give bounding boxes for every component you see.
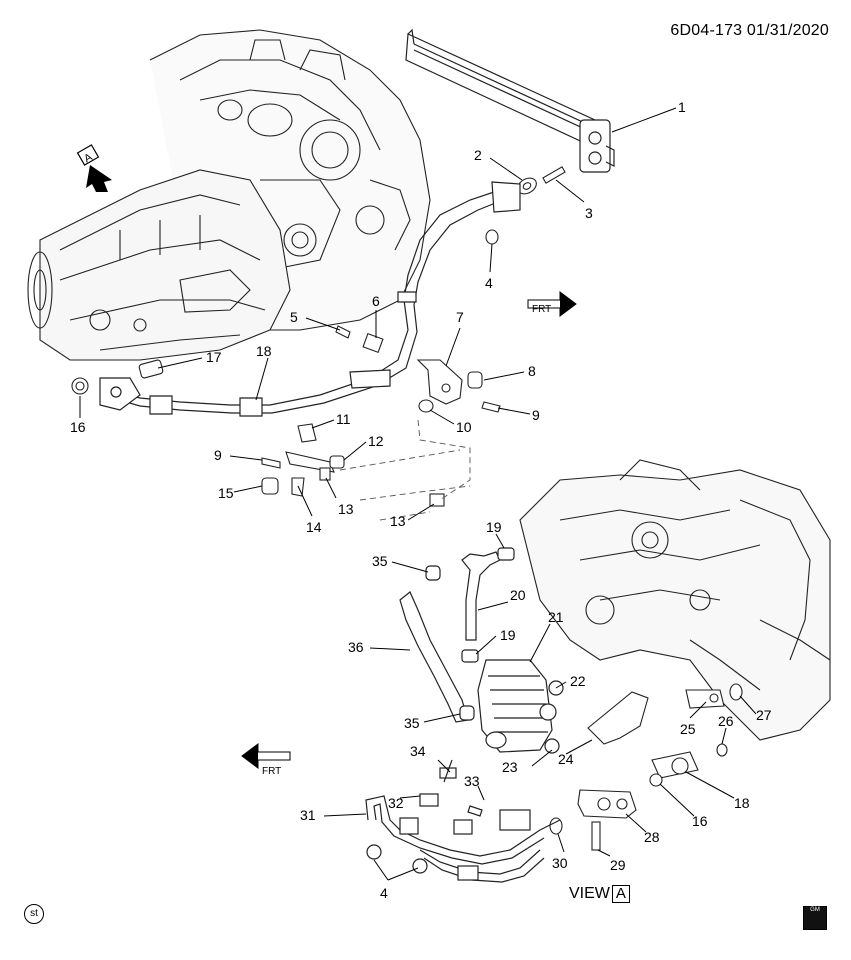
callout-24: 24 bbox=[558, 751, 574, 767]
callout-9-lower: 9 bbox=[214, 447, 222, 463]
callout-5: 5 bbox=[290, 309, 298, 325]
callout-8: 8 bbox=[528, 363, 536, 379]
callout-14: 14 bbox=[306, 519, 322, 535]
cooler-hoses bbox=[399, 547, 515, 723]
callout-10: 10 bbox=[456, 419, 472, 435]
callout-18-upper: 18 bbox=[256, 343, 272, 359]
callout-9-upper: 9 bbox=[532, 407, 540, 423]
callout-36: 36 bbox=[348, 639, 364, 655]
gm-logo: GM bbox=[803, 906, 827, 930]
callout-30: 30 bbox=[552, 855, 568, 871]
view-caption-text: VIEW bbox=[569, 885, 610, 902]
callout-16-lower: 16 bbox=[692, 813, 708, 829]
callout-29: 29 bbox=[610, 857, 626, 873]
view-a-arrow: A bbox=[76, 144, 112, 192]
transmission-assembly-top bbox=[27, 29, 431, 361]
bolt-and-fitting bbox=[335, 325, 384, 354]
callout-31: 31 bbox=[300, 807, 316, 823]
lower-brackets bbox=[587, 683, 743, 787]
callout-35-upper: 35 bbox=[372, 553, 388, 569]
transmission-oil-cooler bbox=[405, 28, 615, 173]
callout-32: 32 bbox=[388, 795, 404, 811]
callout-12: 12 bbox=[368, 433, 384, 449]
callout-17: 17 bbox=[206, 349, 222, 365]
callout-19-upper: 19 bbox=[486, 519, 502, 535]
callout-22: 22 bbox=[570, 673, 586, 689]
callout-15: 15 bbox=[218, 485, 234, 501]
callout-13-lower: 13 bbox=[390, 513, 406, 529]
callout-34: 34 bbox=[410, 743, 426, 759]
callout-21: 21 bbox=[548, 609, 564, 625]
callout-26: 26 bbox=[718, 713, 734, 729]
grommets-and-bolts bbox=[71, 229, 501, 413]
callout-23: 23 bbox=[502, 759, 518, 775]
callout-numbers: 1 2 3 4 5 6 7 8 9 10 11 12 9 15 14 13 13… bbox=[70, 99, 772, 901]
callout-4-lower: 4 bbox=[380, 885, 388, 901]
callout-4: 4 bbox=[485, 275, 493, 291]
front-direction-arrow-top: FRT bbox=[527, 291, 577, 317]
front-direction-arrow-bottom: FRT bbox=[241, 743, 291, 777]
front-direction-label-bottom: FRT bbox=[262, 766, 281, 777]
callout-35-lower: 35 bbox=[404, 715, 420, 731]
callout-19-lower: 19 bbox=[500, 627, 516, 643]
callout-3: 3 bbox=[585, 205, 593, 221]
diagram-reference-code: 6D04-173 01/31/2020 bbox=[670, 22, 829, 39]
callout-28: 28 bbox=[644, 829, 660, 845]
upper-cooler-lines bbox=[99, 181, 521, 417]
view-a-caption: VIEW A bbox=[569, 885, 630, 903]
lower-fitting-block bbox=[549, 789, 637, 851]
callout-27: 27 bbox=[756, 707, 772, 723]
line-bracket-7 bbox=[416, 359, 463, 405]
callout-11: 11 bbox=[336, 411, 351, 427]
callout-1: 1 bbox=[678, 99, 686, 115]
view-caption-letter: A bbox=[611, 885, 630, 903]
callout-20: 20 bbox=[510, 587, 526, 603]
transmission-assembly-bottom bbox=[519, 459, 831, 741]
callout-2: 2 bbox=[474, 147, 482, 163]
callout-6: 6 bbox=[372, 293, 380, 309]
leader-lines bbox=[79, 107, 757, 881]
callout-25: 25 bbox=[680, 721, 696, 737]
st-badge: st bbox=[24, 904, 44, 924]
callout-7: 7 bbox=[456, 309, 464, 325]
callout-33: 33 bbox=[464, 773, 480, 789]
gm-logo-text: GM bbox=[810, 907, 820, 913]
clips-and-retainers bbox=[138, 359, 445, 507]
auxiliary-oil-cooler bbox=[477, 659, 564, 754]
frame-reference-outline bbox=[339, 419, 471, 521]
callout-16-upper: 16 bbox=[70, 419, 86, 435]
lower-cooler-lines bbox=[365, 759, 561, 883]
callout-13-upper: 13 bbox=[338, 501, 354, 517]
callout-18-lower: 18 bbox=[734, 795, 750, 811]
front-direction-label-top: FRT bbox=[532, 304, 551, 315]
cooler-seal-and-stud bbox=[517, 166, 566, 195]
